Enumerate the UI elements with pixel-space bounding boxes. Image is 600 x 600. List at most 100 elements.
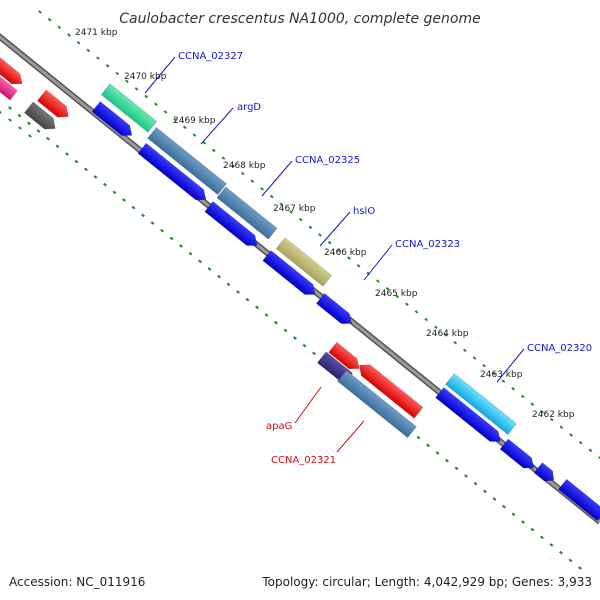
gc-dot <box>55 144 60 149</box>
gene-feature-bar[interactable] <box>37 89 72 122</box>
gc-dot <box>160 228 164 233</box>
kbp-label: 2470 kbp <box>124 72 167 82</box>
gc-dot <box>435 451 440 455</box>
gene-feature-bar[interactable] <box>100 83 158 133</box>
gene-feature-bar[interactable] <box>355 360 424 419</box>
gc-dot <box>453 340 458 345</box>
gene-feature-bar[interactable] <box>275 237 333 287</box>
gc-dot <box>492 497 497 501</box>
gene-features <box>0 50 600 522</box>
gc-dot <box>153 102 158 107</box>
gc-dot <box>472 356 477 360</box>
kbp-label: 2469 kbp <box>173 116 216 126</box>
gene-label[interactable]: CCNA_02320 <box>527 343 592 354</box>
gc-dot <box>250 179 255 183</box>
gc-dot <box>134 87 139 91</box>
gc-dot <box>464 474 468 478</box>
gc-dot <box>521 520 525 524</box>
gene-feature-bar[interactable] <box>147 126 227 196</box>
gene-feature-bar[interactable] <box>216 186 278 240</box>
gc-dot <box>416 435 421 440</box>
gc-dot <box>67 33 71 37</box>
gc-dot <box>198 259 202 264</box>
gene-feature-bar[interactable] <box>337 369 417 439</box>
gc-dot <box>86 48 91 53</box>
gene-feature-bar[interactable] <box>24 101 59 134</box>
gc-dot <box>47 17 52 22</box>
gene-feature-bar[interactable] <box>204 201 261 250</box>
gc-dot <box>76 40 81 45</box>
gc-dot <box>511 512 516 517</box>
gc-dot <box>433 325 438 330</box>
gc-dot <box>264 313 269 317</box>
gc-dot <box>221 156 226 160</box>
gc-dot <box>163 110 168 114</box>
gene-feature-bar[interactable] <box>558 478 600 522</box>
gc-dot <box>520 394 525 399</box>
gc-dot <box>240 171 245 176</box>
gc-dot <box>182 125 187 130</box>
gene-feature-bar[interactable] <box>435 387 505 446</box>
gc-dot <box>454 466 459 471</box>
gc-dot <box>424 317 429 322</box>
kbp-scale: 2471 kbp 2470 kbp 2469 kbp 2468 kbp 2467… <box>75 28 575 420</box>
gc-dot <box>302 343 307 348</box>
gc-dot <box>84 167 88 172</box>
gc-dot <box>141 213 145 218</box>
gene-label[interactable]: CCNA_02327 <box>178 51 243 62</box>
gene-label[interactable]: apaG <box>266 421 292 432</box>
gc-dot <box>356 263 361 268</box>
gc-dot <box>549 417 554 422</box>
gc-dot <box>131 205 136 210</box>
gc-dot <box>260 187 264 191</box>
gc-dot <box>549 543 554 547</box>
gene-feature-bar[interactable] <box>445 373 517 435</box>
gc-dot <box>426 443 430 448</box>
gc-dot <box>283 328 288 333</box>
gene-feature-bar[interactable] <box>533 462 558 486</box>
gc-dot <box>443 333 448 337</box>
gene-feature-bar[interactable] <box>262 250 319 299</box>
gc-dot <box>511 387 515 391</box>
gene-feature-bar[interactable] <box>0 50 26 89</box>
gc-dot <box>578 440 583 445</box>
gc-dot <box>559 425 564 430</box>
gc-dot <box>445 458 449 463</box>
gc-dot <box>46 136 50 141</box>
gc-dot <box>245 297 250 302</box>
gc-dot <box>17 113 22 118</box>
gc-dot <box>308 225 313 230</box>
gc-dot <box>376 279 380 283</box>
gene-feature-bar[interactable] <box>0 71 18 101</box>
gene-label[interactable]: CCNA_02323 <box>395 239 460 250</box>
gene-feature-bar[interactable] <box>315 293 355 328</box>
gene-label[interactable]: argD <box>237 102 261 113</box>
gene-label[interactable]: hslO <box>353 206 375 217</box>
gc-dot <box>482 363 487 368</box>
gc-dot <box>226 282 231 287</box>
gc-dot <box>318 233 322 237</box>
gc-dot <box>289 210 293 214</box>
gc-dot <box>405 302 409 306</box>
gene-feature-bar[interactable] <box>91 101 136 141</box>
gc-dot <box>559 550 563 555</box>
gc-dot <box>179 244 183 248</box>
gene-label[interactable]: CCNA_02321 <box>271 455 336 466</box>
gc-dot <box>337 248 342 253</box>
gc-dot <box>312 351 316 356</box>
gc-dot <box>96 56 100 60</box>
gc-dot <box>169 236 174 241</box>
kbp-label: 2464 kbp <box>426 329 469 339</box>
gc-dot <box>93 175 98 179</box>
gene-label[interactable]: CCNA_02325 <box>295 155 360 166</box>
gene-feature-bar[interactable] <box>328 341 364 373</box>
gc-dot <box>211 148 216 153</box>
gene-feature-bar[interactable] <box>137 142 210 205</box>
kbp-label: 2467 kbp <box>273 204 316 214</box>
gc-dot <box>483 489 487 494</box>
gene-feature-bar[interactable] <box>499 438 538 473</box>
gc-dot <box>188 251 193 256</box>
gc-dot <box>578 566 582 570</box>
gc-dot <box>293 336 297 340</box>
